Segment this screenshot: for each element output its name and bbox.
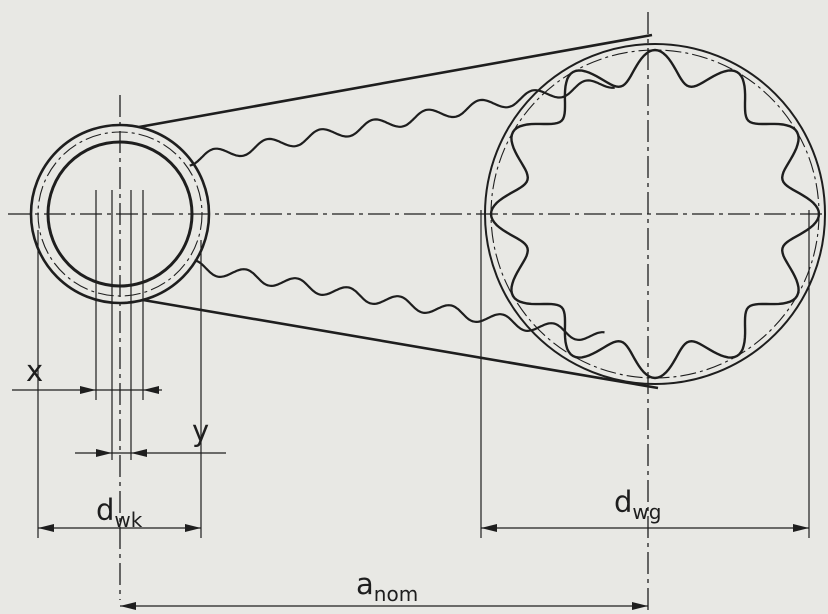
anom-label: anom <box>356 567 418 606</box>
dwg-arrow-left <box>481 524 497 532</box>
arrowheads <box>38 386 809 610</box>
dwg-label-base: d <box>614 485 632 519</box>
x-arrow-right <box>80 386 96 394</box>
toothed-belt <box>138 33 659 390</box>
small-pulley <box>29 123 211 305</box>
y-arrow-right <box>96 449 112 457</box>
anom-arrow-right <box>632 602 648 610</box>
dwg-arrow-right <box>793 524 809 532</box>
large-pulley-outer-circle <box>484 43 826 385</box>
x-arrow-left <box>143 386 159 394</box>
small-pulley-inner-circle <box>46 140 194 288</box>
dwk-label-subscript: wk <box>114 508 142 532</box>
anom-label-subscript: nom <box>374 582 418 606</box>
y-label: y <box>192 414 209 448</box>
y-arrow-left <box>131 449 147 457</box>
large-pulley-toothed-profile <box>489 48 821 380</box>
x-label: x <box>26 354 43 388</box>
belt-lower-outer-edge <box>142 298 659 390</box>
dwk-arrow-left <box>38 524 54 532</box>
belt-upper-teeth-profile <box>189 79 615 167</box>
belt-lower-teeth-profile <box>194 259 605 342</box>
center-lines <box>8 12 826 612</box>
small-pulley-pitch-circle <box>37 131 203 297</box>
dwk-label-base: d <box>96 493 114 527</box>
small-pulley-outer-circle <box>29 123 211 305</box>
belt-upper-outer-edge <box>138 33 653 129</box>
dwg-label-subscript: wg <box>632 500 661 524</box>
dwg-label: dwg <box>614 485 661 524</box>
dwk-arrow-right <box>185 524 201 532</box>
dwk-label: dwk <box>96 493 143 532</box>
large-pulley <box>484 43 826 385</box>
anom-label-base: a <box>356 567 374 601</box>
anom-arrow-left <box>120 602 136 610</box>
extension-lines <box>37 190 810 538</box>
